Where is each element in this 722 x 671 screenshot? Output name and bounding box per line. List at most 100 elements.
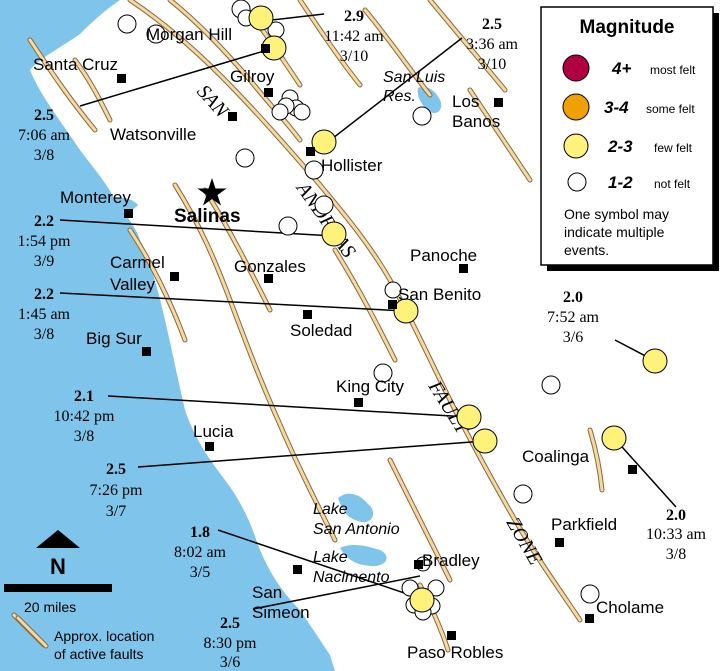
quake-symbol: [513, 484, 533, 504]
event-time: 1:45 am: [18, 306, 71, 323]
city-marker: [388, 300, 397, 309]
city-hollister: Hollister: [321, 156, 383, 175]
event-time: 11:42 am: [324, 28, 384, 45]
event-magnitude: 2.0: [666, 507, 686, 524]
event-date: 3/9: [34, 253, 54, 270]
legend-label: not felt: [654, 177, 691, 191]
city-marker: [414, 560, 423, 569]
quake-symbol: [146, 24, 166, 44]
event-callout: 2.5 7:26 pm 3/7: [90, 461, 143, 520]
city-gonzales: Gonzales: [234, 257, 306, 276]
scale-label: 20 miles: [24, 599, 76, 615]
quake-symbol: [384, 281, 402, 299]
water-lake-nacimento-2: Nacimento: [313, 569, 390, 586]
event-time: 10:33 am: [646, 526, 707, 543]
city-king-city: King City: [336, 377, 405, 396]
event-callout: 1.8 8:02 am 3/5: [174, 524, 227, 581]
north-arrow-icon: [36, 530, 80, 548]
city-soledad: Soledad: [290, 321, 352, 340]
city-watsonville: Watsonville: [110, 125, 196, 144]
city-marker: [228, 112, 237, 121]
event-callouts: 2.9 11:42 am 3/10 2.5 3:36 am 3/10 2.5 7…: [18, 8, 707, 671]
city-marker: [303, 310, 312, 319]
city-marker: [293, 565, 302, 574]
city-marker: [205, 442, 214, 451]
leader-line: [323, 37, 463, 146]
leader-line: [252, 575, 421, 610]
salinas-star-icon: [197, 178, 227, 206]
event-magnitude: 2.5: [34, 107, 54, 124]
event-callout: 2.2 1:45 am 3/8: [18, 286, 71, 343]
quake-symbol: [427, 579, 445, 597]
quake-symbol: [580, 584, 600, 604]
city-marker: [142, 347, 151, 356]
faults-legend-line-1: Approx. location: [54, 628, 154, 644]
event-date: 3/10: [478, 56, 506, 73]
quake-symbol: [293, 103, 311, 121]
city-marker: [264, 88, 273, 97]
city-panoche: Panoche: [410, 246, 477, 265]
city-marker: [264, 274, 273, 283]
quake-symbols-few-felt: [248, 5, 668, 613]
city-banos: Banos: [452, 112, 500, 131]
event-magnitude: 2.1: [74, 388, 94, 405]
city-markers: [117, 44, 637, 640]
legend-label: some felt: [646, 102, 695, 116]
quake-symbol: [321, 221, 347, 247]
legend-swatch-few-felt: [563, 133, 589, 159]
quake-symbol: [314, 195, 334, 215]
lake-san-antonio: [338, 493, 374, 523]
event-date: 3/7: [106, 503, 126, 520]
leader-line: [59, 292, 407, 312]
city-lucia: Lucia: [193, 422, 234, 441]
event-date: 3/6: [220, 654, 240, 671]
event-magnitude: 2.5: [482, 16, 502, 33]
legend-range: 2-3: [607, 137, 633, 156]
event-magnitude: 2.5: [220, 615, 240, 632]
city-salinas: Salinas: [174, 206, 241, 227]
event-magnitude: 1.8: [190, 524, 210, 541]
magnitude-legend: Magnitude 4+ most felt 3-4 some felt 2-3…: [540, 6, 719, 271]
city-marker: [459, 264, 468, 273]
quake-symbol: [601, 425, 627, 451]
event-magnitude: 2.0: [563, 289, 583, 306]
ocean: [0, 0, 335, 671]
water-lake-san-antonio-1: Lake: [313, 501, 348, 518]
event-time: 8:30 pm: [204, 635, 257, 652]
legend-label: few felt: [654, 141, 693, 155]
city-parkfield: Parkfield: [551, 515, 617, 534]
event-callout: 2.9 11:42 am 3/10: [324, 8, 384, 65]
city-marker: [585, 614, 594, 623]
water-lake-nacimento-1: Lake: [313, 549, 348, 566]
quake-symbol: [456, 404, 482, 430]
event-date: 3/8: [34, 326, 54, 343]
legend-note-line: indicate multiple: [564, 224, 665, 240]
city-marker: [306, 147, 315, 156]
city-cholame: Cholame: [596, 598, 664, 617]
water-san-luis: San Luis: [383, 69, 445, 86]
quake-symbol: [248, 5, 274, 31]
city-morgan-hill: Morgan Hill: [146, 25, 232, 44]
quake-symbol: [278, 216, 298, 236]
city-marker: [117, 74, 126, 83]
legend-range: 4+: [611, 59, 631, 78]
legend-label: most felt: [650, 63, 696, 77]
quake-symbol: [304, 160, 324, 180]
event-date: 3/6: [563, 329, 583, 346]
event-time: 7:26 pm: [90, 482, 143, 499]
quake-symbol: [393, 298, 419, 324]
event-callout: 2.5 8:30 pm 3/6: [204, 615, 257, 671]
monterey-bay-inlet: [110, 197, 138, 213]
leader-line: [271, 13, 325, 21]
city-marker: [447, 631, 456, 640]
event-time: 3:36 am: [466, 36, 519, 53]
quake-symbol: [271, 103, 289, 121]
event-magnitude: 2.5: [106, 461, 126, 478]
leader-line: [79, 47, 275, 107]
city-marker: [494, 98, 503, 107]
quake-symbol: [373, 363, 393, 383]
leader-line: [217, 529, 423, 600]
water-labels: San Luis Res. Lake San Antonio Lake Naci…: [313, 69, 445, 586]
city-los: Los: [452, 92, 479, 111]
